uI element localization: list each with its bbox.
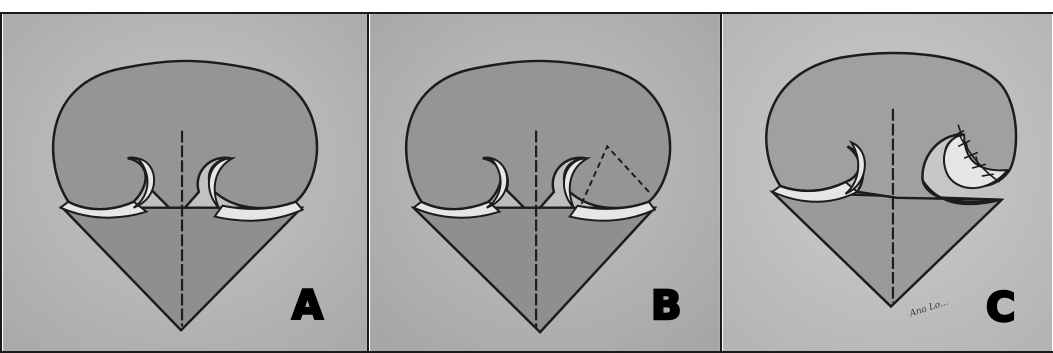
panel-a: A bbox=[0, 12, 368, 353]
panel-label-c: C bbox=[986, 288, 1015, 328]
nose-lobe bbox=[53, 61, 317, 209]
panel-label-a: A bbox=[292, 286, 323, 326]
panel-b: B bbox=[367, 12, 721, 353]
nose-lobe bbox=[406, 61, 670, 209]
panel-c: Ana Lo... C bbox=[720, 12, 1053, 353]
panel-label-b: B bbox=[651, 286, 682, 326]
